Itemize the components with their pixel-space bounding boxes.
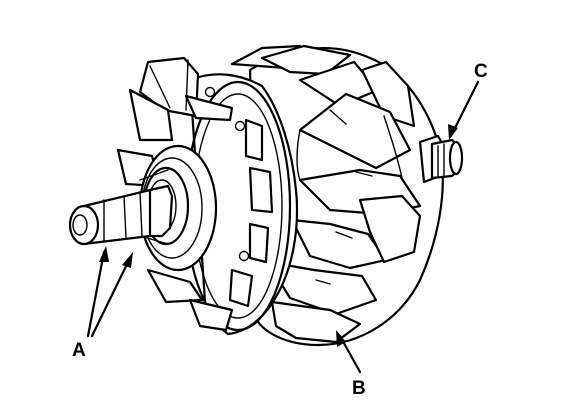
callout-c: C	[474, 61, 488, 82]
rotor-shaft	[68, 184, 174, 246]
callout-b: B	[352, 378, 366, 399]
front-pole-plate	[184, 73, 299, 336]
slip-ring-shaft	[418, 134, 464, 184]
callout-a: A	[72, 340, 86, 361]
rear-pole-body	[230, 44, 444, 347]
callout-leaders	[86, 80, 480, 374]
